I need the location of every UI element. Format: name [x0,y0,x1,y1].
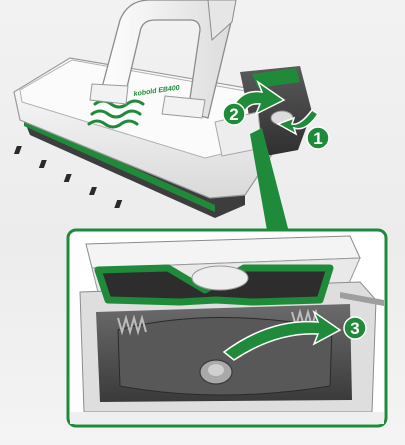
step-badge-2-label: 2 [229,105,238,124]
step-badge-3: 3 [344,317,366,339]
step-badge-1-label: 1 [313,129,322,148]
handle-mount-right [162,96,205,118]
zoom-panel [68,230,386,426]
step-badge-2: 2 [223,103,245,125]
step-badge-3-label: 3 [350,319,359,338]
handle-mount-left [90,84,128,104]
motor-cap [192,266,248,290]
center-post-cap [208,364,224,376]
floor-strip [70,412,384,424]
step-badge-1: 1 [307,127,329,149]
